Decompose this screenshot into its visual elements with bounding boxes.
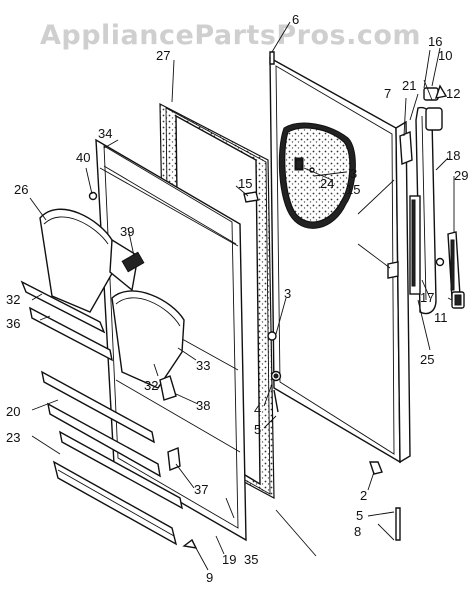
callout-15: 15 xyxy=(238,176,252,191)
dairy-doors xyxy=(39,208,185,389)
callout-18: 18 xyxy=(446,148,460,163)
callout-20: 20 xyxy=(6,404,20,419)
callout-8: 8 xyxy=(354,524,361,539)
callout-27: 27 xyxy=(156,48,170,63)
callout-10: 10 xyxy=(438,48,452,63)
callout-25: 25 xyxy=(420,352,434,367)
callout-40: 40 xyxy=(76,150,90,165)
callout-21: 21 xyxy=(402,78,416,93)
outer-door-panel xyxy=(269,56,411,464)
callout-5: 5 xyxy=(254,422,261,437)
callout-17: 17 xyxy=(420,290,434,305)
callout-29: 29 xyxy=(454,168,468,183)
small-hardware xyxy=(88,51,413,549)
callout-12: 12 xyxy=(446,86,460,101)
callout-35: 35 xyxy=(244,552,258,567)
callout-labels: 6 16 10 27 21 12 7 34 40 18 3 29 24 15 2… xyxy=(6,12,468,585)
callout-39: 39 xyxy=(120,224,134,239)
callout-24: 24 xyxy=(320,176,334,191)
door-handle xyxy=(409,84,465,315)
callout-11: 11 xyxy=(434,310,448,325)
callout-5: 5 xyxy=(356,508,363,523)
door-shelves xyxy=(20,280,183,546)
callout-26: 26 xyxy=(14,182,28,197)
watermark-text: AppliancePartsPros.com xyxy=(40,20,421,51)
leader-lines xyxy=(29,21,455,571)
callout-37: 37 xyxy=(194,482,208,497)
callout-6: 6 xyxy=(292,12,299,27)
callout-9: 9 xyxy=(206,570,213,585)
callout-23: 23 xyxy=(6,430,20,445)
callout-34: 34 xyxy=(98,126,112,141)
callout-7: 7 xyxy=(384,86,391,101)
callout-33: 33 xyxy=(196,358,210,373)
callout-19: 19 xyxy=(222,552,236,567)
callout-15: 15 xyxy=(346,182,360,197)
callout-32: 32 xyxy=(144,378,158,393)
callout-16: 16 xyxy=(428,34,442,49)
callout-3: 3 xyxy=(350,166,357,181)
callout-32: 32 xyxy=(6,292,20,307)
callout-3: 3 xyxy=(284,286,291,301)
callout-2: 2 xyxy=(360,488,367,503)
callout-36: 36 xyxy=(6,316,20,331)
callout-38: 38 xyxy=(196,398,210,413)
callout-4: 4 xyxy=(254,402,261,417)
